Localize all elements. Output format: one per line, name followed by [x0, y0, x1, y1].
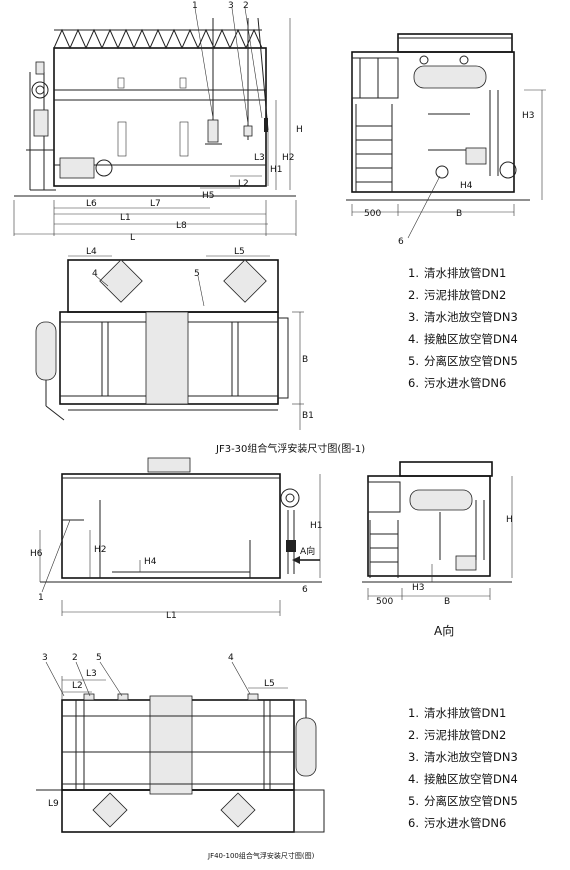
dim-label: L3	[86, 669, 97, 679]
marker-number: 2	[72, 653, 78, 663]
dim-label: L5	[234, 247, 245, 257]
marker-number: 1	[192, 1, 198, 11]
legend-item: 2. 污泥排放管DN2	[408, 724, 518, 746]
jf40-side-elevation	[362, 461, 513, 600]
legend-item: 4. 接触区放空管DN4	[408, 328, 518, 350]
view-direction-label: A向	[300, 545, 315, 557]
legend-num: 1.	[408, 266, 419, 280]
dim-label: 500	[376, 597, 393, 607]
marker-number: 5	[96, 653, 102, 663]
dim-label: 500	[364, 209, 381, 219]
dim-label: B	[302, 355, 308, 365]
legend-text: 污水进水管DN6	[424, 376, 507, 390]
legend-item: 5. 分离区放空管DN5	[408, 350, 518, 372]
legend-num: 1.	[408, 706, 419, 720]
jf3-side-elevation	[346, 33, 546, 239]
marker-number: 4	[228, 653, 234, 663]
legend-text: 接触区放空管DN4	[424, 772, 518, 786]
marker-number: 3	[228, 1, 234, 11]
marker-number: 2	[243, 1, 249, 11]
dim-label: L7	[150, 199, 161, 209]
jf40-plan-view	[36, 661, 325, 833]
legend-text: 污泥排放管DN2	[424, 288, 507, 302]
legend-num: 4.	[408, 772, 419, 786]
dim-label: L2	[238, 179, 249, 189]
legend-num: 6.	[408, 376, 419, 390]
jf3-front-dimension-labels: L6 L7 L1 L8 L H H1 H2 L3 L2 H5 1 3 2	[86, 1, 303, 243]
legend-item: 1. 清水排放管DN1	[408, 702, 518, 724]
marker-number: 1	[38, 593, 44, 603]
legend-text: 清水排放管DN1	[424, 266, 507, 280]
legend-num: 2.	[408, 288, 419, 302]
caption-bottom: JF40-100组合气浮安装尺寸图(图)	[207, 851, 315, 860]
dim-label: H1	[270, 165, 283, 175]
dim-label: L1	[120, 213, 131, 223]
legend-text: 分离区放空管DN5	[424, 794, 518, 808]
dim-label: L3	[254, 153, 265, 163]
marker-number: 5	[194, 269, 200, 279]
dim-label: H3	[412, 583, 425, 593]
legend-text: 接触区放空管DN4	[424, 332, 518, 346]
dim-label: H2	[94, 545, 107, 555]
dim-label: L	[130, 233, 135, 243]
view-a-label: A向	[434, 624, 455, 638]
jf40-side-dimension-labels: 500 B H3 H	[376, 515, 513, 607]
dim-label: L4	[86, 247, 97, 257]
marker-number: 4	[92, 269, 98, 279]
dim-label: H6	[30, 549, 43, 559]
legend-text: 污泥排放管DN2	[424, 728, 507, 742]
dim-label: L8	[176, 221, 187, 231]
legend-text: 清水排放管DN1	[424, 706, 507, 720]
dim-label: L1	[166, 611, 177, 621]
marker-number: 6	[302, 585, 308, 595]
legend-item: 6. 污水进水管DN6	[408, 372, 518, 394]
dim-label: H4	[144, 557, 157, 567]
jf3-plan-dimension-labels: L4 L5 B B1 4 5	[86, 247, 314, 421]
dim-label: L2	[72, 681, 83, 691]
dim-label: L6	[86, 199, 97, 209]
legend-text: 清水池放空管DN3	[424, 310, 518, 324]
jf40-plan-dimension-labels: L3 L2 L5 L9 3 2 5 4	[42, 653, 275, 809]
legend-item: 3. 清水池放空管DN3	[408, 306, 518, 328]
dim-label: B	[456, 209, 462, 219]
legend-num: 6.	[408, 816, 419, 830]
dim-label: L9	[48, 799, 59, 809]
jf3-front-elevation	[13, 7, 297, 236]
legend-num: 2.	[408, 728, 419, 742]
dim-label: B1	[302, 411, 314, 421]
legend-text: 污水进水管DN6	[424, 816, 507, 830]
marker-number: 3	[42, 653, 48, 663]
legend-num: 3.	[408, 750, 419, 764]
jf40-front-dimension-labels: H6 H2 H4 H1 L1 A向 1 6	[30, 521, 323, 621]
legend-top: 1. 清水排放管DN1 2. 污泥排放管DN2 3. 清水池放空管DN3 4. 接触区放…	[408, 262, 518, 394]
legend-text: 分离区放空管DN5	[424, 354, 518, 368]
dim-label: H	[506, 515, 513, 525]
dim-label: H	[296, 125, 303, 135]
legend-item: 2. 污泥排放管DN2	[408, 284, 518, 306]
jf3-plan-view	[35, 255, 304, 430]
legend-num: 4.	[408, 332, 419, 346]
legend-num: 5.	[408, 794, 419, 808]
legend-bottom: 1. 清水排放管DN1 2. 污泥排放管DN2 3. 清水池放空管DN3 4. 接触区放…	[408, 702, 518, 834]
dim-label: H4	[460, 181, 473, 191]
legend-num: 3.	[408, 310, 419, 324]
legend-item: 5. 分离区放空管DN5	[408, 790, 518, 812]
jf3-side-dimension-labels: 500 B H3 H4 6	[364, 111, 535, 247]
legend-item: 1. 清水排放管DN1	[408, 262, 518, 284]
legend-item: 6. 污水进水管DN6	[408, 812, 518, 834]
dim-label: H1	[310, 521, 323, 531]
legend-text: 清水池放空管DN3	[424, 750, 518, 764]
dim-label: H3	[522, 111, 535, 121]
legend-item: 3. 清水池放空管DN3	[408, 746, 518, 768]
dim-label: H2	[282, 153, 295, 163]
dim-label: H5	[202, 191, 215, 201]
caption-top: JF3-30组合气浮安装尺寸图(图-1)	[215, 442, 365, 455]
jf40-front-elevation	[39, 457, 322, 616]
dim-label: B	[444, 597, 450, 607]
marker-number: 6	[398, 237, 404, 247]
legend-item: 4. 接触区放空管DN4	[408, 768, 518, 790]
dim-label: L5	[264, 679, 275, 689]
legend-num: 5.	[408, 354, 419, 368]
